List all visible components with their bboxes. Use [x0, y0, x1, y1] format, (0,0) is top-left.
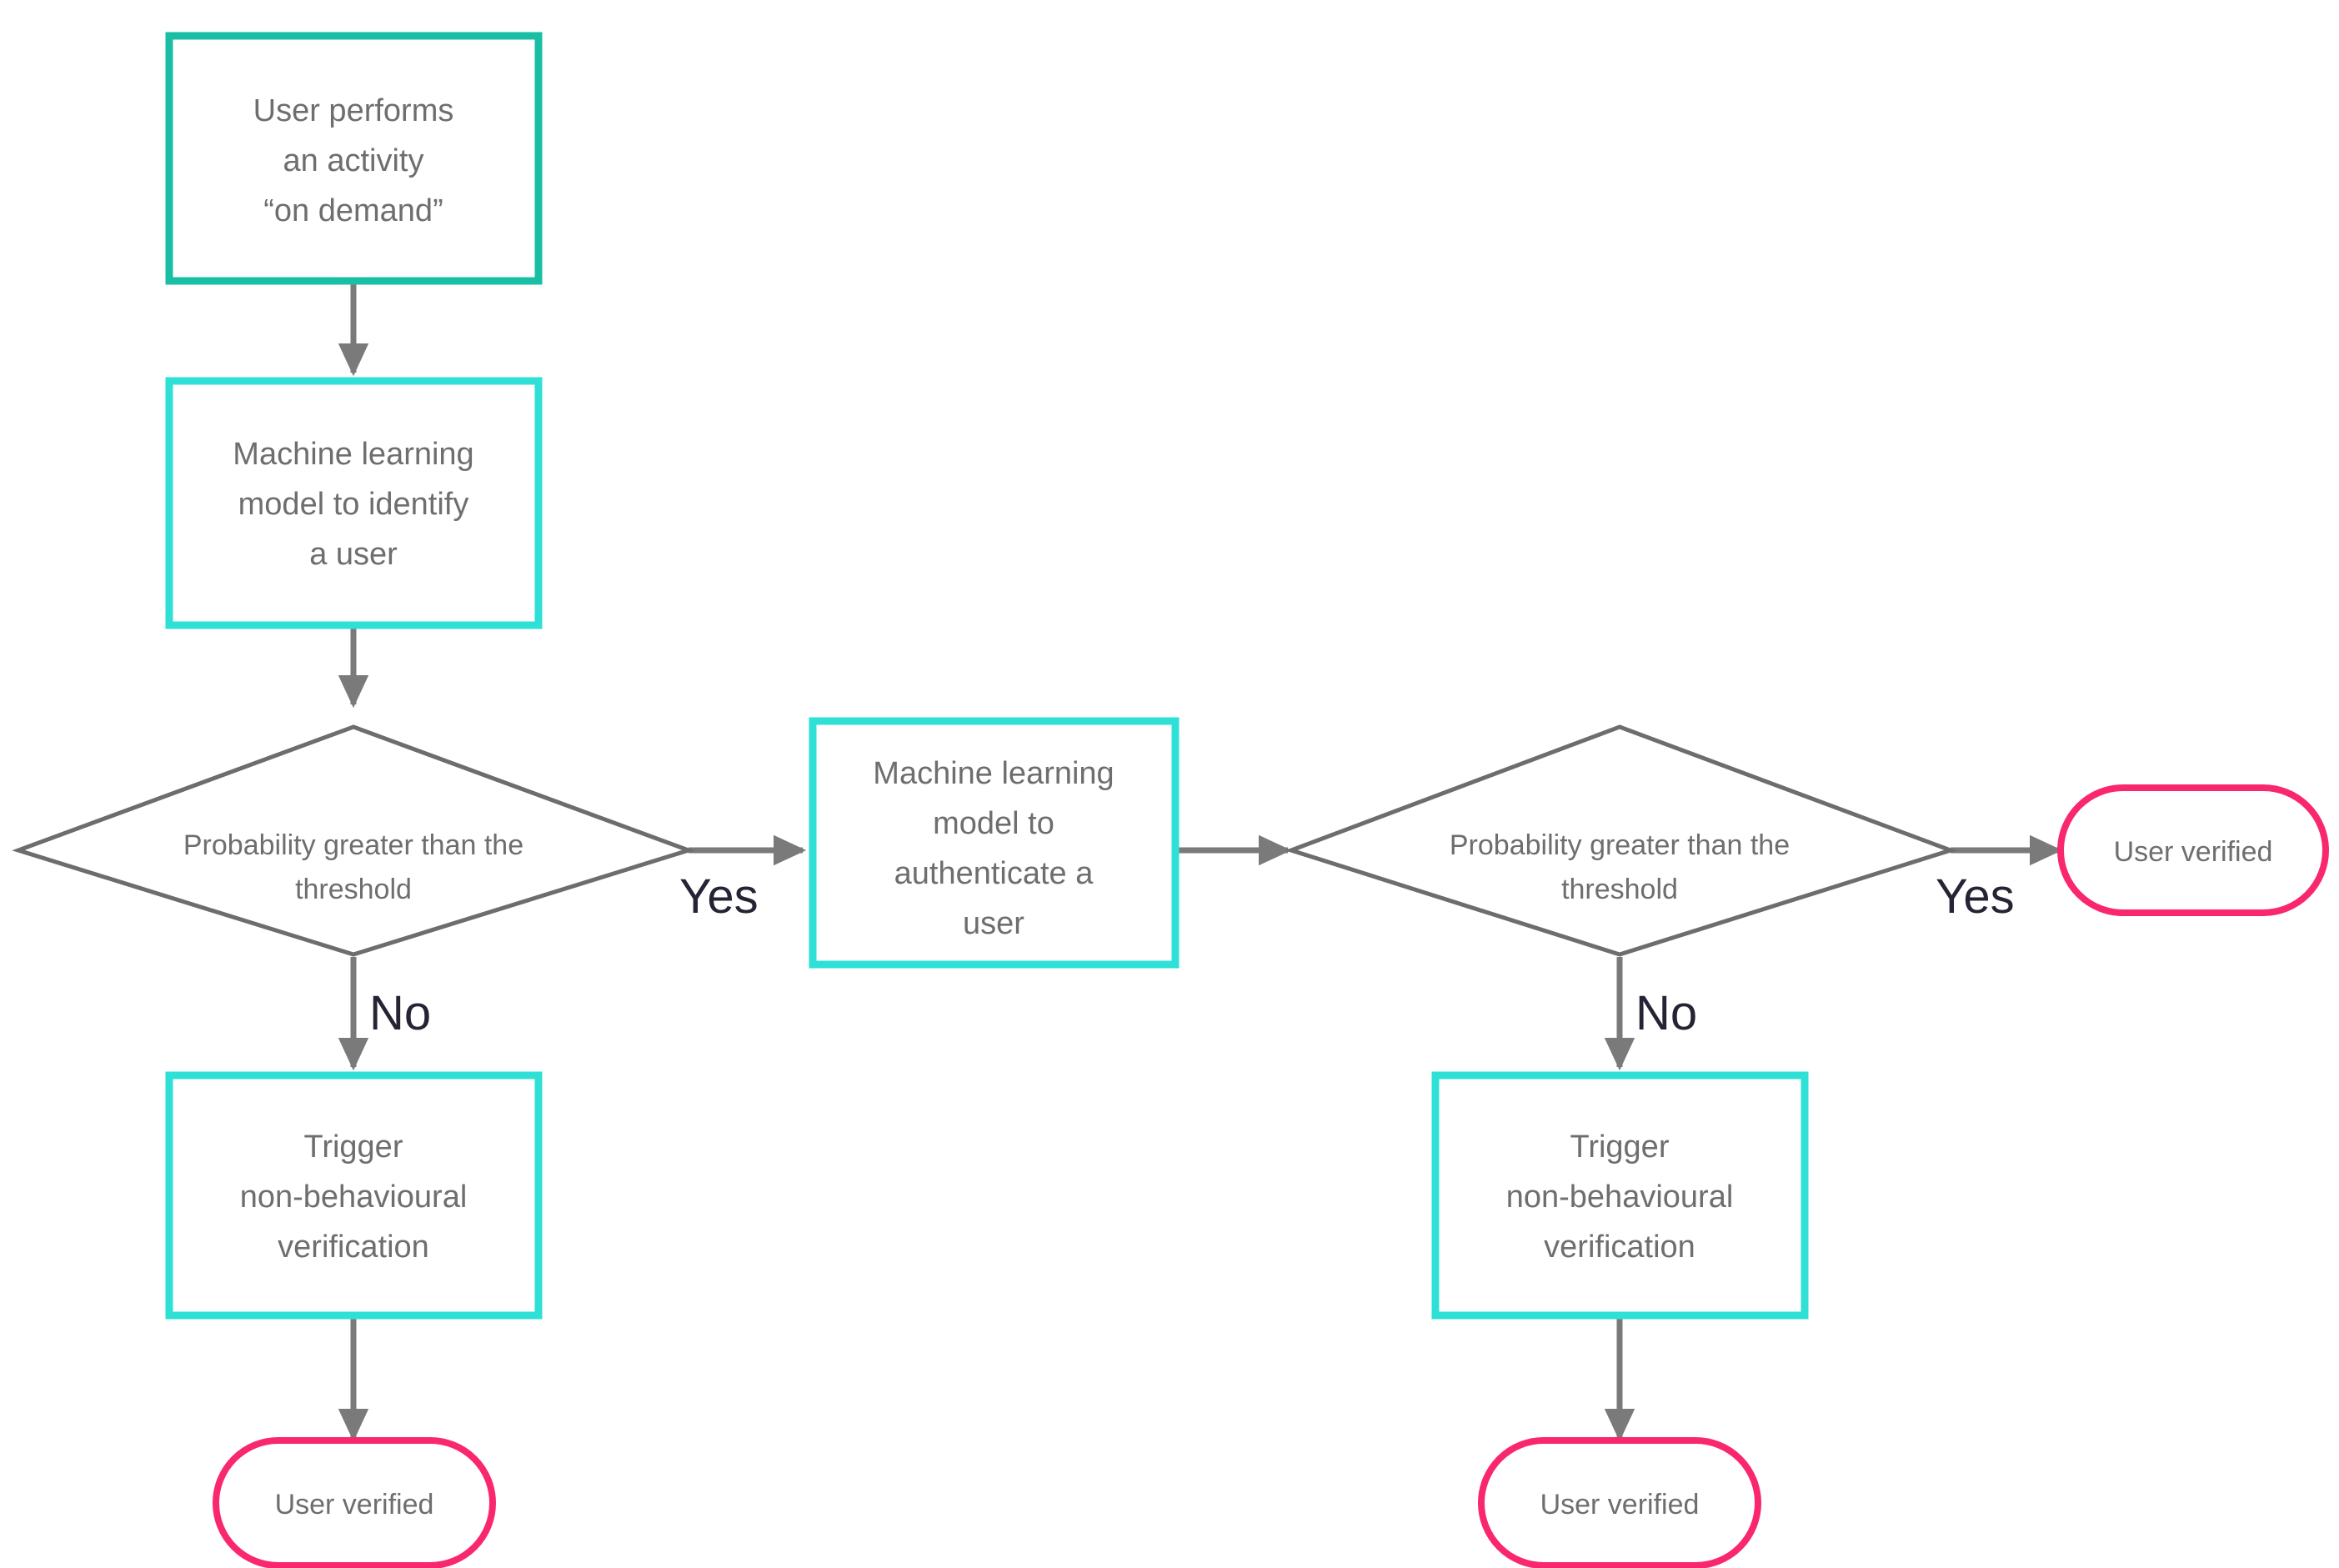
- ml-authenticate-line-2: model to: [933, 806, 1054, 841]
- ml-authenticate-line-1: Machine learning: [873, 756, 1114, 791]
- connectors-layer: [338, 281, 2063, 1442]
- trigger-left-box-shape[interactable]: [165, 1071, 543, 1320]
- node-trigger-right[interactable]: Trigger non-behavioural verification: [1431, 1071, 1809, 1320]
- edge-label-yes-left: Yes: [679, 869, 759, 924]
- node-verified-right[interactable]: User verified: [2057, 784, 2329, 916]
- decision-1-line-2: threshold: [295, 874, 412, 905]
- trigger-right-box-shape[interactable]: [1431, 1071, 1809, 1320]
- edge-label-no-right: No: [1635, 986, 1697, 1040]
- trigger-right-line-2: non-behavioural: [1506, 1180, 1734, 1215]
- ml-identify-line-3: a user: [309, 537, 398, 572]
- trigger-left-line-1: Trigger: [304, 1130, 403, 1165]
- start-line-3: “on demand”: [263, 193, 443, 228]
- node-decision-2[interactable]: Probability greater than the threshold: [1285, 724, 1957, 957]
- edge-label-yes-right: Yes: [1936, 869, 2015, 924]
- trigger-right-line-1: Trigger: [1570, 1130, 1670, 1165]
- edge-label-no-left: No: [369, 986, 431, 1040]
- trigger-right-line-3: verification: [1544, 1230, 1695, 1265]
- verified-bottom-left-label: User verified: [275, 1489, 434, 1520]
- trigger-left-line-3: verification: [278, 1230, 429, 1265]
- ml-authenticate-line-4: user: [963, 906, 1024, 941]
- start-line-2: an activity: [283, 143, 424, 178]
- trigger-left-line-2: non-behavioural: [240, 1180, 468, 1215]
- ml-authenticate-box-shape[interactable]: [809, 717, 1180, 969]
- decision-1-diamond-shape[interactable]: [12, 724, 695, 957]
- decision-2-line-2: threshold: [1561, 874, 1678, 905]
- node-verified-bottom-left[interactable]: User verified: [213, 1437, 496, 1568]
- node-decision-1[interactable]: Probability greater than the threshold: [12, 724, 695, 957]
- start-line-1: User performs: [253, 93, 454, 128]
- ml-identify-line-2: model to identify: [238, 487, 469, 522]
- node-verified-bottom-right[interactable]: User verified: [1478, 1437, 1761, 1568]
- decision-2-diamond-shape[interactable]: [1285, 724, 1957, 957]
- decision-1-line-1: Probability greater than the: [183, 829, 523, 861]
- node-ml-authenticate[interactable]: Machine learning model to authenticate a…: [809, 717, 1180, 969]
- ml-identify-box-shape[interactable]: [165, 377, 543, 629]
- node-ml-identify[interactable]: Machine learning model to identify a use…: [165, 377, 543, 629]
- ml-authenticate-line-3: authenticate a: [894, 856, 1094, 891]
- decision-2-line-1: Probability greater than the: [1450, 829, 1790, 861]
- edge-labels-layer: Yes No Yes No: [369, 869, 2015, 1040]
- node-trigger-left[interactable]: Trigger non-behavioural verification: [165, 1071, 543, 1320]
- verified-bottom-right-label: User verified: [1540, 1489, 1700, 1520]
- ml-identify-line-1: Machine learning: [233, 437, 473, 472]
- node-start[interactable]: User performs an activity “on demand”: [165, 32, 543, 285]
- start-box-shape[interactable]: [165, 32, 543, 285]
- verified-right-label: User verified: [2114, 836, 2273, 868]
- verified-right-pill-shape[interactable]: [2057, 784, 2329, 916]
- verified-bottom-right-pill-shape[interactable]: [1478, 1437, 1761, 1568]
- verified-bottom-left-pill-shape[interactable]: [213, 1437, 496, 1568]
